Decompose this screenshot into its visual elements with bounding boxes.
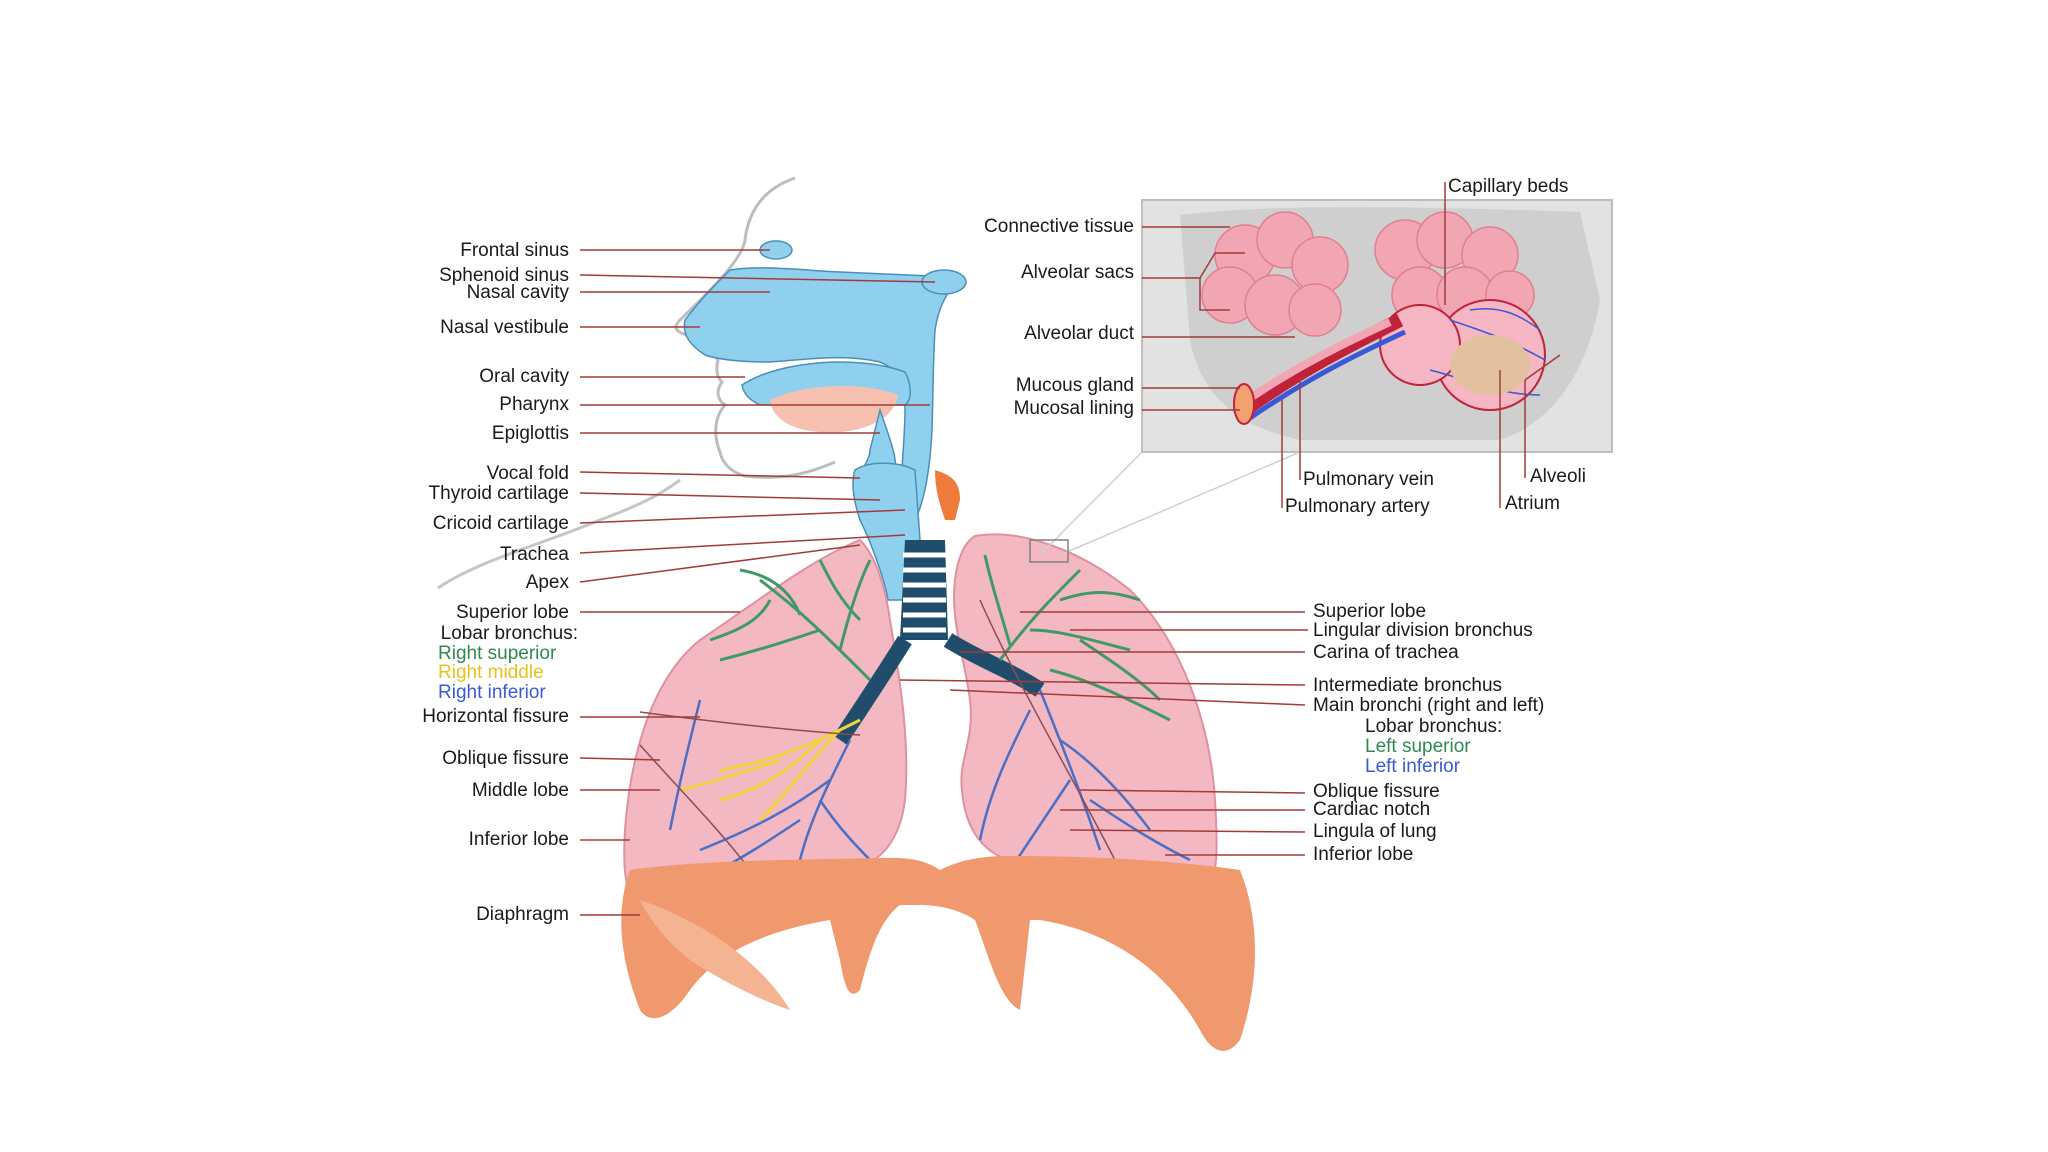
mucosal-lining-shape xyxy=(1233,383,1255,425)
label-alveolar-duct: Alveolar duct xyxy=(1024,323,1134,344)
main-bronchus-right xyxy=(833,635,912,745)
label-alveolar-sacs: Alveolar sacs xyxy=(1021,262,1134,283)
esophagus-shape xyxy=(935,470,960,520)
alveolar-duct-vessel xyxy=(1237,318,1392,409)
label-lingula-of-lung: Lingula of lung xyxy=(1313,821,1437,842)
label-trachea: Trachea xyxy=(500,544,569,565)
label-right-middle-bronchus: Right middle xyxy=(438,662,544,683)
label-left-superior-lobe: Superior lobe xyxy=(1313,601,1427,622)
label-left-inferior-bronchus: Left inferior xyxy=(1365,756,1461,777)
larynx-shape xyxy=(852,462,921,601)
label-right-lobar-bronchus: Lobar bronchus: xyxy=(440,623,578,644)
label-oral-cavity: Oral cavity xyxy=(479,366,569,387)
diaphragm-shadow xyxy=(640,900,790,1010)
trachea-rings xyxy=(903,552,946,633)
face-profile xyxy=(674,176,836,479)
right-horizontal-fissure xyxy=(639,711,861,736)
main-bronchus-left xyxy=(943,633,1045,697)
atrium-shape xyxy=(1450,335,1530,395)
label-pharynx: Pharynx xyxy=(499,394,569,415)
label-diaphragm: Diaphragm xyxy=(476,904,569,925)
label-main-bronchi: Main bronchi (right and left) xyxy=(1313,695,1545,716)
label-intermediate-bronchus: Intermediate bronchus xyxy=(1313,675,1503,696)
label-frontal-sinus: Frontal sinus xyxy=(460,240,569,261)
label-mucous-gland: Mucous gland xyxy=(1015,375,1134,396)
label-left-inferior-lobe: Inferior lobe xyxy=(1313,844,1414,865)
label-left-superior-bronchus: Left superior xyxy=(1365,736,1471,757)
right-middle-bronchial-tree xyxy=(679,718,861,822)
label-left-oblique-fissure: Oblique fissure xyxy=(1313,781,1440,802)
label-middle-lobe: Middle lobe xyxy=(471,780,569,801)
label-right-inferior-bronchus: Right inferior xyxy=(438,682,546,703)
label-vocal-fold: Vocal fold xyxy=(486,463,569,484)
right-superior-bronchial-tree xyxy=(709,559,872,682)
right-leader-lines xyxy=(899,611,1308,856)
label-nasal-vestibule: Nasal vestibule xyxy=(440,317,569,338)
label-mucosal-lining: Mucosal lining xyxy=(1013,398,1134,419)
zoom-source-box xyxy=(1029,539,1069,563)
label-right-superior-lobe: Superior lobe xyxy=(455,602,569,623)
label-carina-of-trachea: Carina of trachea xyxy=(1313,642,1459,663)
left-leader-lines xyxy=(579,249,936,916)
label-cricoid-cartilage: Cricoid cartilage xyxy=(432,513,569,534)
label-nasal-cavity: Nasal cavity xyxy=(466,282,569,303)
label-capillary-beds: Capillary beds xyxy=(1448,176,1569,197)
alveolar-sac-cluster-left xyxy=(1201,211,1349,337)
label-left-lobar-bronchus: Lobar bronchus: xyxy=(1365,716,1503,737)
label-pulmonary-artery: Pulmonary artery xyxy=(1285,496,1430,517)
label-atrium: Atrium xyxy=(1505,493,1560,514)
left-oblique-fissure xyxy=(979,599,1121,871)
right-lung-shape xyxy=(623,538,908,902)
pulmonary-vein-vessel xyxy=(1248,329,1407,421)
label-horizontal-fissure: Horizontal fissure xyxy=(422,706,569,727)
label-right-inferior-lobe: Inferior lobe xyxy=(468,829,569,850)
inset-leader-lines xyxy=(1142,182,1561,508)
label-lingular-division-bronchus: Lingular division bronchus xyxy=(1313,620,1533,641)
label-sphenoid-sinus: Sphenoid sinus xyxy=(439,265,569,286)
label-connective-tissue: Connective tissue xyxy=(984,216,1134,237)
diaphragm-shape xyxy=(621,856,1255,1051)
zoom-connector-lower xyxy=(1059,451,1301,556)
label-alveoli: Alveoli xyxy=(1530,466,1586,487)
label-right-superior-bronchus: Right superior xyxy=(438,643,557,664)
label-thyroid-cartilage: Thyroid cartilage xyxy=(428,483,569,504)
label-cardiac-notch: Cardiac notch xyxy=(1313,799,1431,820)
label-apex: Apex xyxy=(525,572,569,593)
label-right-oblique-fissure: Oblique fissure xyxy=(442,748,569,769)
zoom-connector-upper xyxy=(1039,451,1143,556)
label-pulmonary-vein: Pulmonary vein xyxy=(1303,469,1434,490)
label-epiglottis: Epiglottis xyxy=(491,423,569,444)
tongue-shape xyxy=(770,385,898,433)
